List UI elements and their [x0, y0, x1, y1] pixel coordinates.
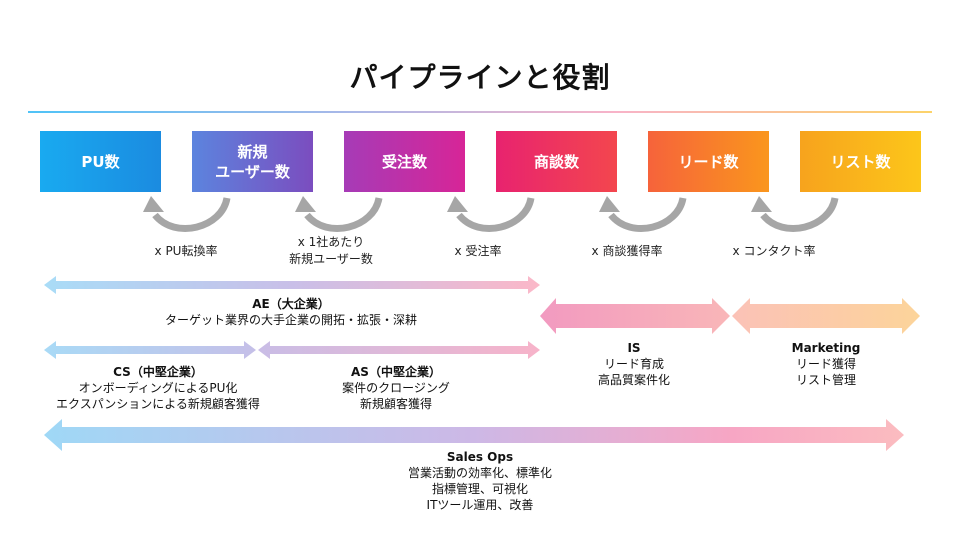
conversion-arrow-5: [751, 196, 839, 233]
role-cs-name: CS（中堅企業）: [113, 365, 203, 379]
stage-new-users-label2: ユーザー数: [215, 162, 290, 181]
role-is-desc: リード育成: [603, 357, 665, 371]
title-divider: [28, 111, 932, 113]
salesops-range-arrow: [44, 419, 904, 451]
stage-lists: リスト数: [800, 131, 921, 192]
role-salesops-desc: 指標管理、可視化: [431, 482, 529, 496]
rate-pu-conversion: x PU転換率: [155, 243, 218, 260]
rate-line: x 1社あたり: [297, 235, 365, 249]
stage-lists-label: リスト数: [830, 152, 891, 171]
rate-new-users-per-company: x 1社あたり 新規ユーザー数: [289, 234, 373, 268]
rate-deal-acquisition: x 商談獲得率: [592, 243, 663, 260]
role-cs-desc: エクスパンションによる新規顧客獲得: [56, 397, 260, 411]
ae-range-arrow: [44, 276, 540, 294]
role-as-desc: 案件のクロージング: [342, 381, 450, 395]
role-is: IS リード育成 高品質案件化: [598, 340, 670, 388]
cs-range-arrow: [44, 341, 256, 359]
rate-line: x コンタクト率: [732, 244, 816, 258]
conversion-arrow-3: [447, 196, 535, 233]
stage-deals-label: 商談数: [533, 152, 579, 171]
rate-line: x 受注率: [454, 244, 502, 258]
role-is-name: IS: [627, 341, 641, 355]
conversion-arrow-4: [599, 196, 687, 233]
stage-deals: 商談数: [496, 131, 617, 192]
stage-pu-label: PU数: [81, 152, 120, 171]
conversion-arrow-1: [143, 196, 231, 233]
as-range-arrow: [258, 341, 540, 359]
role-marketing-desc: リスト管理: [795, 373, 856, 387]
rate-order: x 受注率: [455, 243, 502, 260]
role-as: AS（中堅企業） 案件のクロージング 新規顧客獲得: [342, 364, 450, 412]
role-ae-name: AE（大企業）: [252, 297, 330, 311]
is-range-arrow: [540, 298, 730, 334]
role-ae: AE（大企業） ターゲット業界の大手企業の開拓・拡張・深耕: [165, 296, 417, 328]
rate-line: x 商談獲得率: [591, 244, 663, 258]
rate-line: 新規ユーザー数: [289, 252, 373, 266]
stage-orders-label: 受注数: [381, 152, 427, 171]
role-is-desc: 高品質案件化: [597, 373, 671, 387]
role-cs: CS（中堅企業） オンボーディングによるPU化 エクスパンションによる新規顧客獲…: [56, 364, 260, 412]
role-salesops-desc: 営業活動の効率化、標準化: [407, 466, 553, 480]
stage-leads-label: リード数: [678, 152, 739, 171]
page-title: パイプラインと役割: [349, 61, 611, 94]
role-marketing-desc: リード獲得: [795, 357, 856, 371]
role-ae-desc: ターゲット業界の大手企業の開拓・拡張・深耕: [164, 313, 418, 327]
role-salesops: Sales Ops 営業活動の効率化、標準化 指標管理、可視化 ITツール運用、…: [408, 449, 552, 513]
stage-leads: リード数: [648, 131, 769, 192]
stage-orders: 受注数: [344, 131, 465, 192]
conversion-arrow-2: [295, 196, 383, 233]
stage-new-users: 新規 ユーザー数: [192, 131, 313, 192]
role-marketing-name: Marketing: [791, 341, 861, 355]
marketing-range-arrow: [732, 298, 920, 334]
role-as-desc: 新規顧客獲得: [359, 397, 433, 411]
stage-new-users-label: 新規: [237, 142, 268, 161]
role-cs-desc: オンボーディングによるPU化: [78, 381, 238, 395]
role-as-name: AS（中堅企業）: [351, 365, 441, 379]
role-salesops-desc: ITツール運用、改善: [426, 498, 534, 512]
stage-pu: PU数: [40, 131, 161, 192]
role-salesops-name: Sales Ops: [446, 450, 514, 464]
rate-line: x PU転換率: [154, 244, 218, 258]
role-marketing: Marketing リード獲得 リスト管理: [792, 340, 861, 388]
rate-contact: x コンタクト率: [733, 243, 816, 260]
